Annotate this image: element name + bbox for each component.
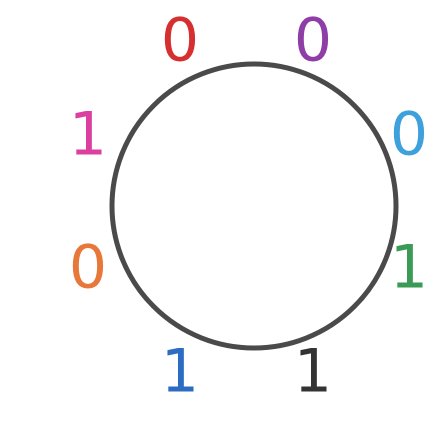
digit-top-left: 0: [161, 6, 199, 76]
digit-right-lower: 1: [390, 233, 428, 303]
digit-bottom-right: 1: [294, 337, 332, 407]
digit-bottom-left: 1: [161, 337, 199, 407]
digit-right-upper: 0: [390, 100, 428, 170]
digit-left-lower: 0: [69, 233, 107, 303]
ring-circle: [109, 61, 399, 351]
digit-left-upper: 1: [69, 100, 107, 170]
digit-top-right: 0: [294, 6, 332, 76]
